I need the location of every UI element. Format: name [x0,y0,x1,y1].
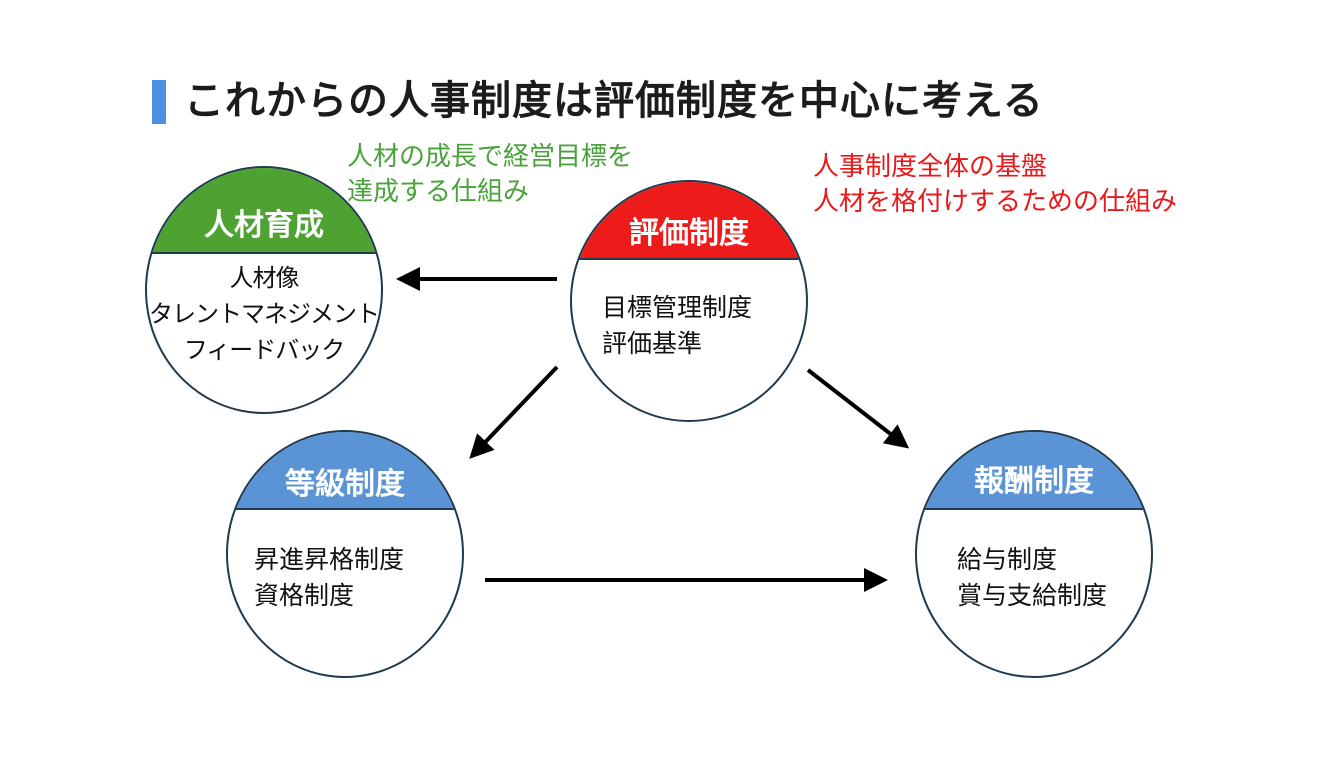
node-item: フィードバック [183,336,346,364]
node-grade-system: 等級制度 昇進昇格制度 資格制度 [226,430,464,678]
node-evaluation-system: 評価制度 目標管理制度 評価基準 [570,180,808,422]
title-accent-bar [152,80,166,124]
node-heading: 報酬制度 [917,432,1151,510]
note-line: 人材を格付けするための仕組み [813,187,1178,217]
node-item: 人材像 [229,264,300,292]
node-talent-development: 人材育成 人材像 タレントマネジメント フィードバック [145,166,383,414]
node-items: 給与制度 賞与支給制度 [957,542,1107,614]
node-reward-system: 報酬制度 給与制度 賞与支給制度 [915,430,1153,678]
note-line: 人事制度全体の基盤 [813,152,1048,182]
node-item: 評価基準 [602,329,703,358]
node-items: 目標管理制度 評価基準 [602,290,752,362]
node-item: 目標管理制度 [602,293,753,322]
node-item: 資格制度 [254,581,355,610]
node-items: 昇進昇格制度 資格制度 [254,542,404,614]
node-item: 賞与支給制度 [957,581,1108,610]
arrow-eval-to-reward [806,368,910,449]
node-heading: 人材育成 [147,168,381,254]
page-title: これからの人事制度は評価制度を中心に考える [184,78,1044,124]
node-item: 給与制度 [957,545,1058,574]
node-heading: 評価制度 [572,182,806,260]
arrow-eval-to-grade [469,365,559,459]
note-line: 人材の成長で経営目標を [347,142,634,172]
node-item: タレントマネジメント [149,300,380,328]
node-heading: 等級制度 [228,432,462,510]
note-evaluation-foundation: 人事制度全体の基盤 人材を格付けするための仕組み [813,150,1177,220]
node-items: 人材像 タレントマネジメント フィードバック [147,260,381,368]
node-item: 昇進昇格制度 [254,545,405,574]
